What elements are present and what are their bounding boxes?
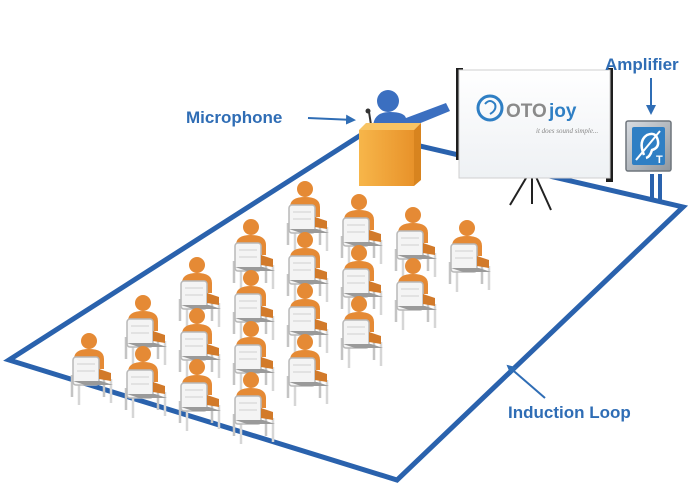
screen-tagline: it does sound simple... [536, 127, 598, 135]
screen-brand-prefix: OTO [506, 101, 547, 122]
speaker-head [377, 90, 399, 112]
speaker-body [373, 103, 450, 129]
podium [359, 130, 414, 186]
projector-screen-icon: OTO joy it does sound simple... [456, 68, 613, 211]
screen-brand-suffix: joy [548, 101, 577, 122]
amplifier-badge: T [656, 154, 663, 166]
label-induction-loop: Induction Loop [508, 403, 631, 422]
audience-seating [70, 179, 493, 446]
arrow-icon [506, 364, 546, 399]
induction-loop-wire [3, 130, 689, 483]
amplifier-unit: T [625, 120, 672, 172]
label-amplifier: Amplifier [605, 55, 679, 74]
speaker-at-podium [359, 90, 450, 186]
arrow-icon [307, 114, 356, 125]
audience-seat [70, 331, 115, 407]
otojoy-logo-icon [476, 94, 504, 122]
audience-seat [448, 218, 493, 294]
label-microphone: Microphone [186, 108, 282, 127]
